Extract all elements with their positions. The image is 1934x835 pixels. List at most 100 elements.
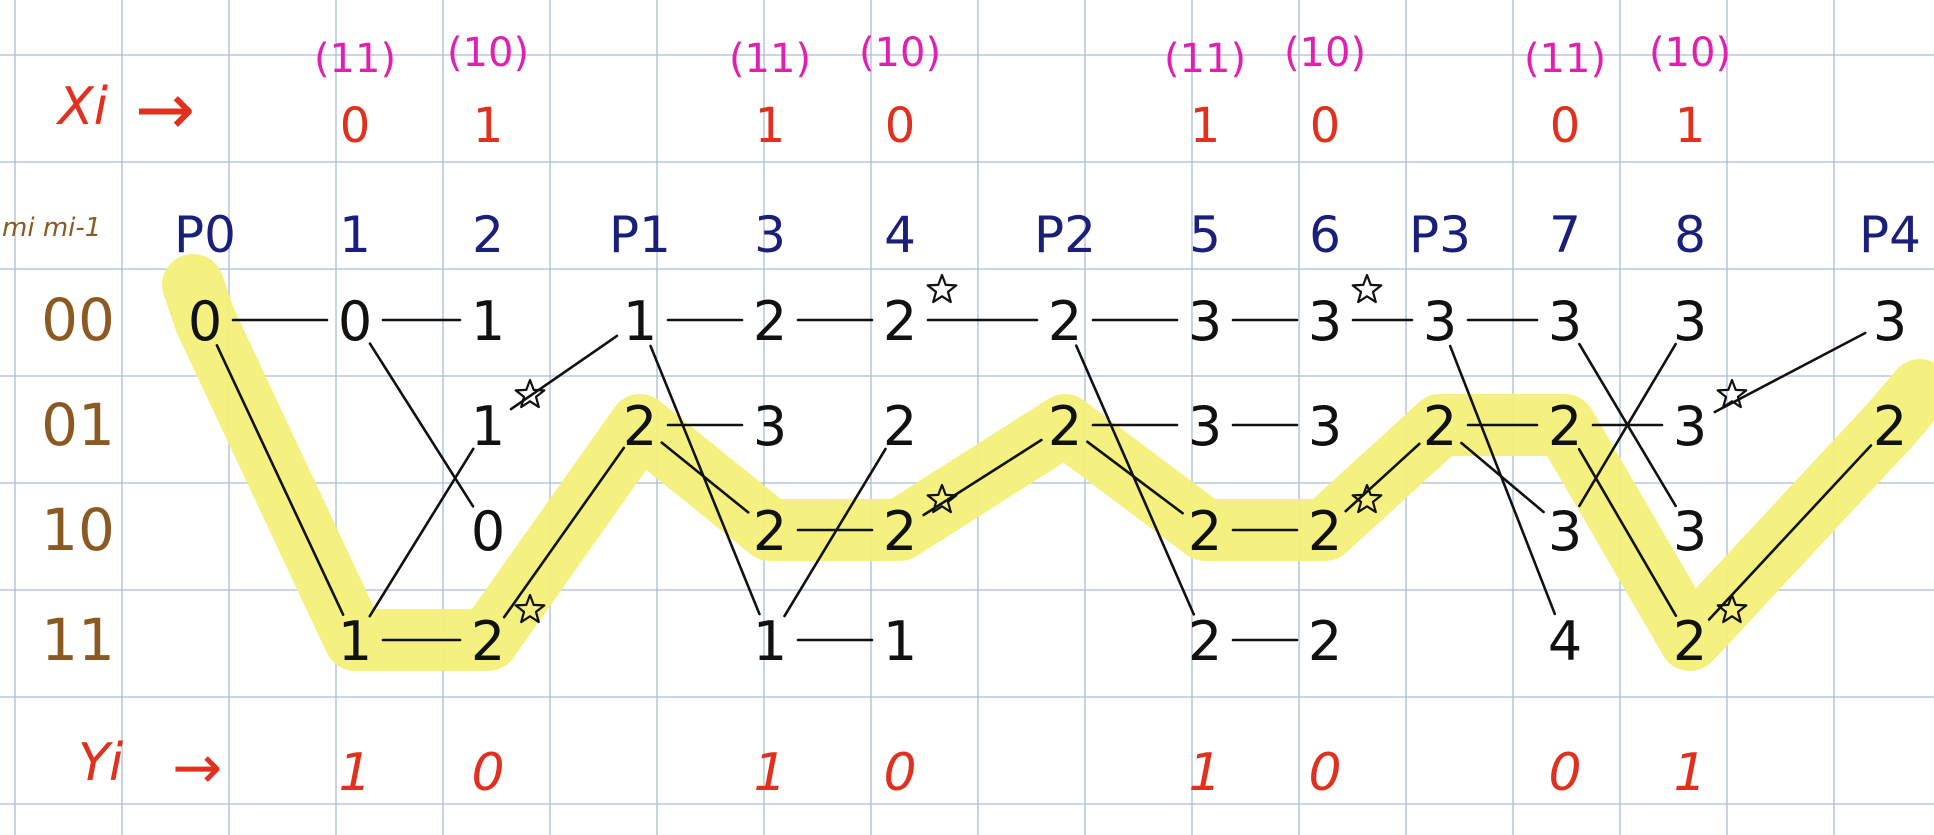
- xi-arrow: →: [135, 67, 195, 151]
- path-metric: 1: [883, 610, 917, 673]
- path-metric: 2: [1188, 500, 1222, 563]
- trellis-branch: [783, 447, 887, 618]
- column-header: 8: [1674, 206, 1706, 264]
- path-metric: 1: [471, 290, 505, 353]
- yi-bit: 0: [1548, 743, 1581, 803]
- path-metric: 0: [188, 290, 222, 353]
- yi-bit: 1: [1188, 743, 1221, 803]
- path-metric: 2: [623, 395, 657, 458]
- xi-bit: 1: [473, 98, 504, 154]
- path-metric: 0: [338, 290, 372, 353]
- path-metric: 2: [1308, 610, 1342, 673]
- path-metric: 2: [1873, 395, 1907, 458]
- column-header: P4: [1859, 206, 1921, 264]
- trellis-branches: [215, 318, 1873, 642]
- codeword-label: (10): [1284, 30, 1366, 76]
- xi-bit: 1: [1675, 98, 1706, 154]
- path-metric: 3: [1308, 290, 1342, 353]
- path-metric: 3: [1188, 290, 1222, 353]
- trellis-branch: [509, 334, 619, 411]
- path-metric: 2: [883, 395, 917, 458]
- xi-bit: 0: [1550, 98, 1581, 154]
- survivor-star-mark: [514, 593, 546, 624]
- path-metric: 2: [753, 500, 787, 563]
- path-metric: 3: [753, 395, 787, 458]
- column-header: 4: [884, 206, 916, 264]
- trellis-branch: [1460, 441, 1545, 514]
- trellis-branch: [649, 344, 761, 616]
- yi-bit: 0: [883, 743, 916, 803]
- column-header: 2: [472, 206, 504, 264]
- state-label: 01: [41, 391, 115, 459]
- codeword-label: (11): [1524, 36, 1606, 82]
- trellis-branch: [660, 441, 750, 514]
- trellis-branch: [368, 447, 475, 618]
- path-metric: 3: [1548, 500, 1582, 563]
- column-header: P0: [174, 206, 236, 264]
- state-label: 11: [41, 606, 115, 674]
- path-metric: 2: [1048, 395, 1082, 458]
- path-metric: 2: [1423, 395, 1457, 458]
- codeword-label: (11): [314, 36, 396, 82]
- trellis-branch: [922, 438, 1043, 517]
- path-metric: 3: [1673, 290, 1707, 353]
- yi-row-label: Yi: [78, 733, 124, 793]
- column-header: P1: [609, 206, 671, 264]
- path-metric: 1: [338, 610, 372, 673]
- xi-bit: 1: [755, 98, 786, 154]
- path-metric: 2: [1048, 290, 1082, 353]
- trellis-branch: [1448, 344, 1557, 616]
- trellis-branch: [215, 344, 345, 616]
- path-metric: 4: [1548, 610, 1582, 673]
- survivor-star-mark: [926, 483, 958, 514]
- path-metric: 3: [1673, 395, 1707, 458]
- column-header: 5: [1189, 206, 1221, 264]
- survivor-star-mark: [1351, 273, 1383, 304]
- path-metric: 2: [1673, 610, 1707, 673]
- codeword-label: (11): [729, 36, 811, 82]
- path-metric: 2: [883, 500, 917, 563]
- trellis-branch: [1713, 331, 1867, 414]
- trellis-branch: [1578, 342, 1677, 508]
- yi-bit: 1: [753, 743, 786, 803]
- yi-bit: 1: [1673, 743, 1706, 803]
- column-header: 6: [1309, 206, 1341, 264]
- state-label: 10: [41, 496, 115, 564]
- trellis-branch: [1707, 444, 1873, 621]
- yi-arrow: →: [172, 733, 222, 803]
- column-header: P2: [1034, 206, 1096, 264]
- survivor-star-mark: [926, 273, 958, 304]
- xi-bit: 1: [1190, 98, 1221, 154]
- xi-row-label: Xi: [55, 77, 109, 137]
- path-metric: 3: [1188, 395, 1222, 458]
- path-metric: 2: [753, 290, 787, 353]
- path-metric: 3: [1873, 290, 1907, 353]
- path-metric: 1: [623, 290, 657, 353]
- path-metric: 2: [1188, 610, 1222, 673]
- path-metric: 2: [883, 290, 917, 353]
- column-header: P3: [1409, 206, 1471, 264]
- path-metric: 2: [1308, 500, 1342, 563]
- codeword-label: (10): [859, 30, 941, 76]
- trellis-branch: [502, 446, 626, 619]
- column-header: 3: [754, 206, 786, 264]
- trellis-labels: Xi → mi mi-1 Yi →: [2, 67, 222, 803]
- trellis-branch: [368, 342, 475, 508]
- codeword-label: (10): [447, 30, 529, 76]
- path-metric: 3: [1423, 290, 1457, 353]
- path-metric: 3: [1673, 500, 1707, 563]
- survivor-star-mark: [514, 378, 546, 409]
- codeword-label: (11): [1164, 36, 1246, 82]
- trellis-branch: [1086, 440, 1184, 515]
- column-header: 1: [339, 206, 371, 264]
- path-metric: 1: [753, 610, 787, 673]
- path-metric: 0: [471, 500, 505, 563]
- trellis-branch: [1074, 344, 1196, 616]
- yi-bit: 0: [471, 743, 504, 803]
- xi-bit: 0: [885, 98, 916, 154]
- path-metric: 3: [1548, 290, 1582, 353]
- state-label: 00: [41, 286, 115, 354]
- survivor-star-mark: [1351, 483, 1383, 514]
